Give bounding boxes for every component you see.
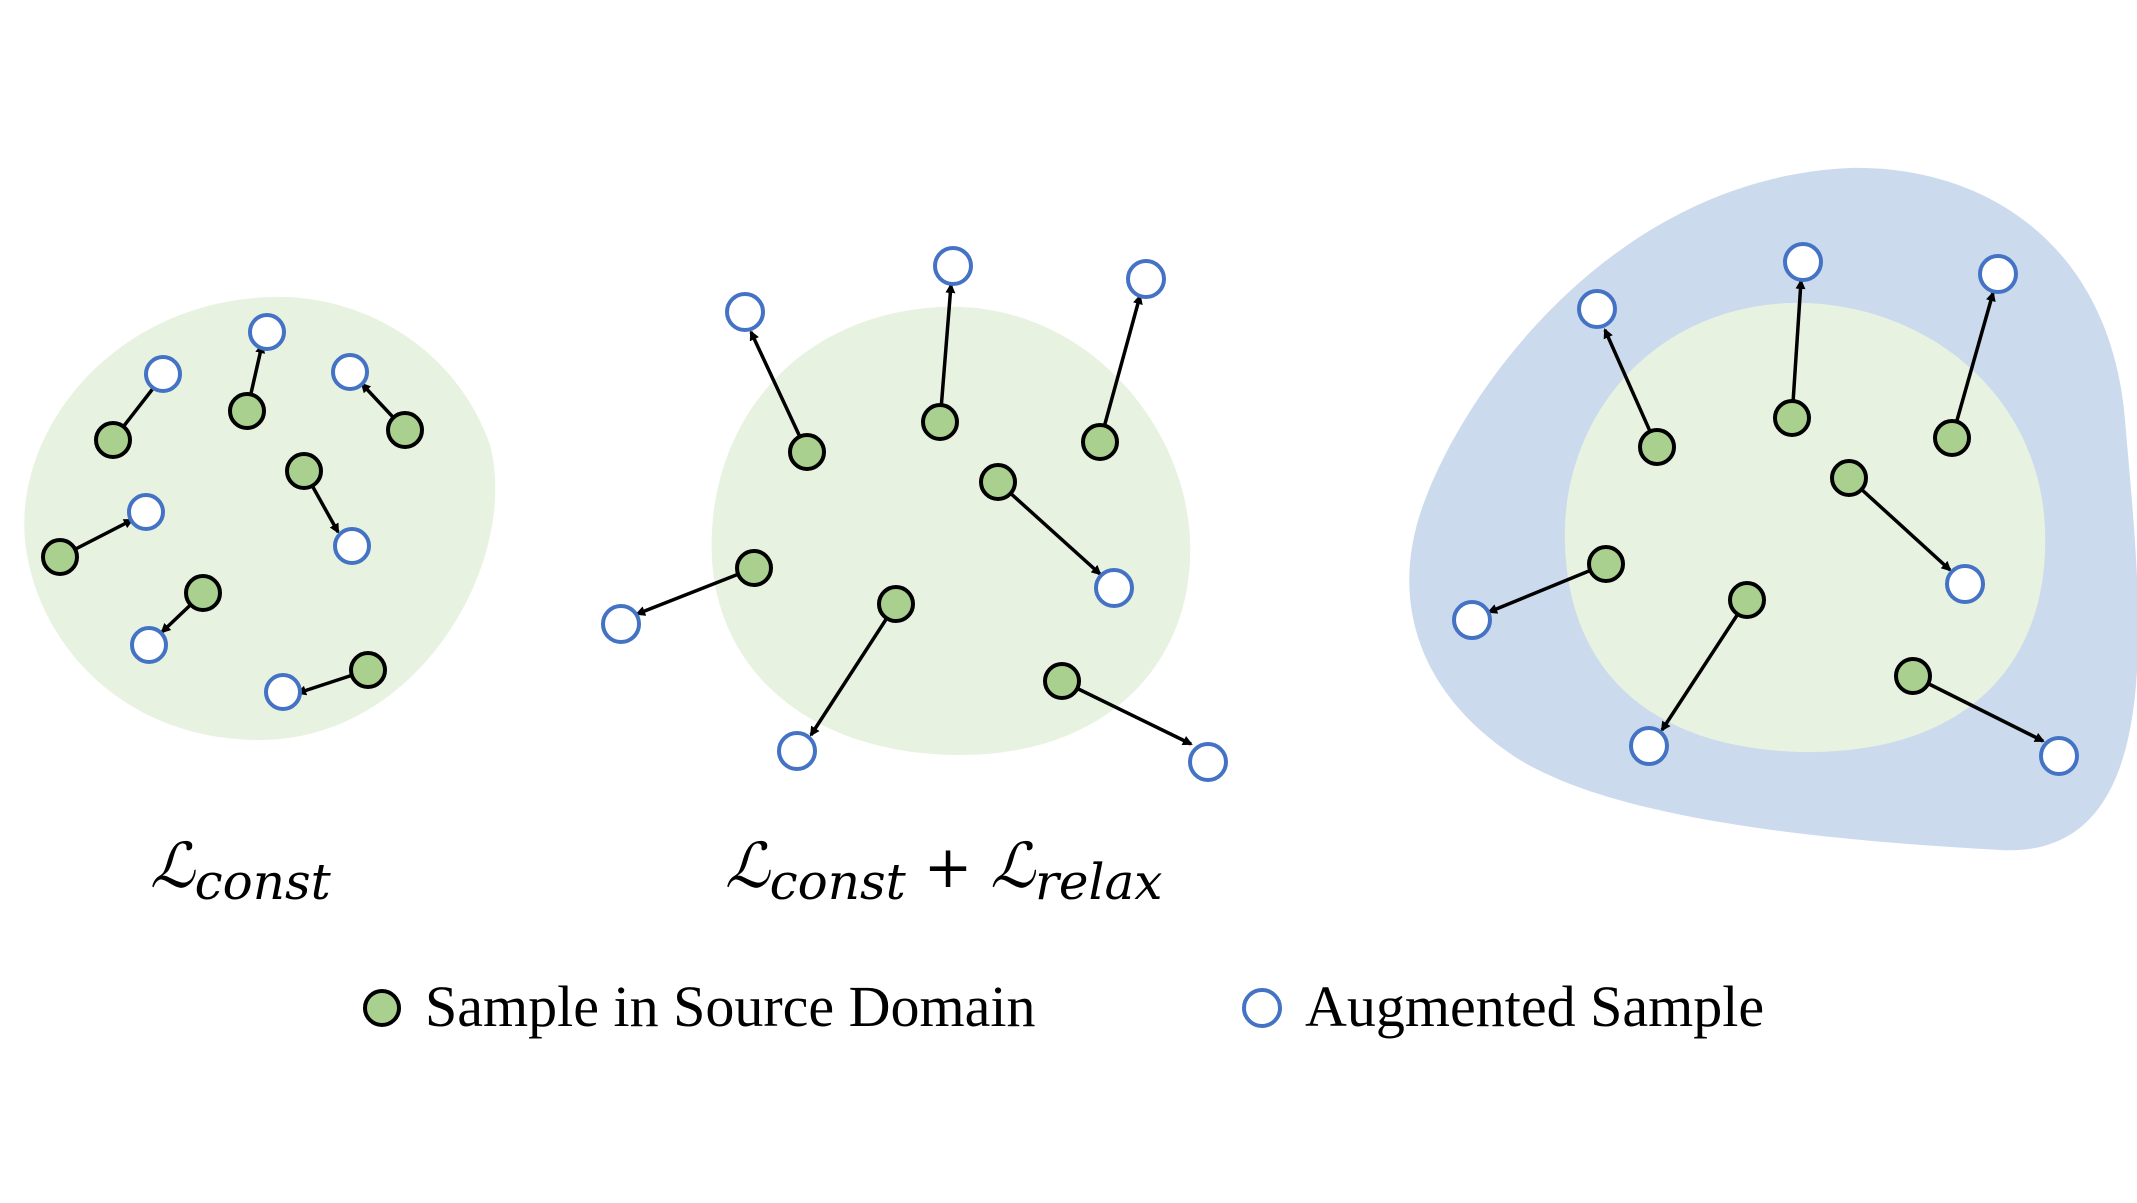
loss-subscript-relax: relax (1035, 853, 1163, 911)
panel-label-loss: ℒconst (150, 829, 332, 911)
augmentation-arrow (996, 480, 1102, 576)
legend-source-marker (363, 989, 401, 1027)
loss-symbol: ℒ (725, 829, 771, 902)
augmentation-arrow (635, 566, 755, 616)
augmentation-arrow (1487, 562, 1607, 614)
loss-symbol-relax: ℒ (990, 829, 1036, 902)
augmented-sample (1945, 564, 1985, 604)
sample-pairs (41, 313, 424, 711)
loss-subscript: const (195, 853, 332, 911)
loss-symbol: ℒ (150, 829, 196, 902)
source-sample (228, 392, 266, 430)
augmented-sample (601, 604, 641, 644)
augmentation-arrow (938, 283, 956, 423)
augmented-sample (1452, 600, 1492, 640)
augmented-sample (130, 626, 168, 664)
source-sample (1638, 428, 1676, 466)
source-sample (386, 411, 424, 449)
augmented-sample (331, 353, 369, 391)
augmentation-arrow (1912, 674, 2045, 743)
plus-sign: + (924, 833, 973, 901)
source-sample (1081, 423, 1119, 461)
augmented-sample (144, 355, 182, 393)
augmented-sample (933, 246, 973, 286)
legend-augmented-label: Augmented Sample (1305, 974, 1764, 1039)
augmented-sample (1094, 568, 1134, 608)
augmentation-arrow (1950, 291, 1996, 439)
augmentation-arrow (809, 603, 898, 737)
panel-consistency: ℒconst (24, 296, 496, 911)
source-sample (1894, 657, 1932, 695)
augmented-sample (2039, 736, 2079, 776)
legend: Sample in Source Domain Augmented Sample (363, 974, 1764, 1039)
source-domain-region (24, 296, 496, 740)
source-sample (349, 651, 387, 689)
source-sample (1933, 419, 1971, 457)
source-sample (735, 549, 773, 587)
augmented-sample (1978, 254, 2018, 294)
augmented-sample (725, 292, 765, 332)
augmented-sample (333, 527, 371, 565)
augmentation-arrow (1098, 294, 1143, 443)
source-sample (1773, 399, 1811, 437)
augmentation-arrow (749, 330, 809, 453)
panel-expanded-domain (1409, 167, 2137, 851)
source-sample (921, 403, 959, 441)
legend-source-label: Sample in Source Domain (425, 974, 1036, 1039)
augmented-sample (1577, 289, 1617, 329)
source-sample (1587, 545, 1625, 583)
source-sample (94, 421, 132, 459)
augmented-sample (264, 673, 302, 711)
augmentation-arrow (1847, 476, 1952, 572)
augmented-sample (1783, 242, 1823, 282)
source-sample (788, 433, 826, 471)
source-sample (184, 574, 222, 612)
panel-consistency-relax: ℒconst+ℒrelax (601, 246, 1228, 911)
augmentation-arrow (1790, 279, 1806, 419)
loss-subscript: const (770, 853, 907, 911)
source-sample (1830, 459, 1868, 497)
augmentation-arrow (1603, 328, 1659, 448)
augmented-sample (777, 731, 817, 771)
sample-pairs (1452, 242, 2079, 776)
augmented-sample (1126, 259, 1166, 299)
source-sample (979, 463, 1017, 501)
panel-label-loss: ℒconst+ℒrelax (725, 829, 1162, 911)
source-domain-region (1564, 302, 2046, 753)
legend-augmented-marker (1242, 988, 1282, 1028)
source-domain-region (711, 306, 1191, 755)
source-sample (1728, 581, 1766, 619)
sample-pairs (601, 246, 1228, 782)
augmentation-arrow (1061, 679, 1193, 746)
source-sample (877, 585, 915, 623)
augmented-sample (1188, 742, 1228, 782)
augmented-sample (248, 313, 286, 351)
augmented-sample (1629, 726, 1669, 766)
augmented-sample (127, 493, 165, 531)
source-sample (41, 538, 79, 576)
source-sample (1043, 662, 1081, 700)
source-sample (285, 452, 323, 490)
augmentation-arrow (1660, 599, 1749, 732)
